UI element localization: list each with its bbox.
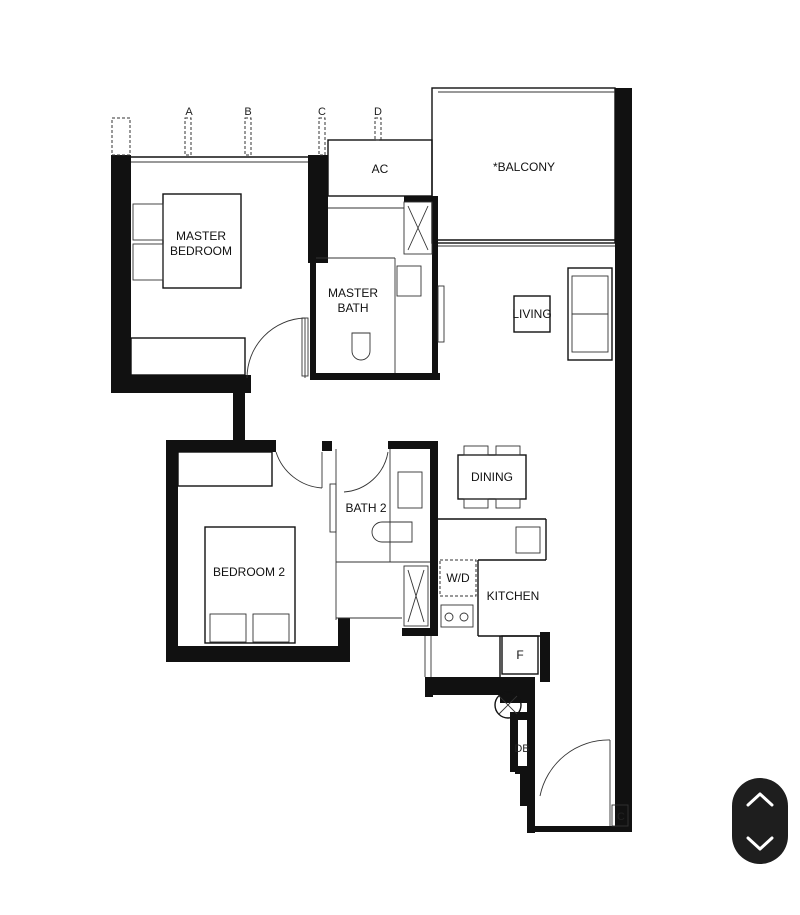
label-db: DB	[514, 743, 529, 755]
scroll-down-button[interactable]	[732, 821, 788, 864]
scroll-up-button[interactable]	[732, 778, 788, 821]
marker-d: D	[374, 106, 382, 118]
walls	[111, 88, 632, 833]
label-living: LIVING	[512, 307, 551, 321]
label-bedroom-2: BEDROOM 2	[213, 565, 285, 579]
marker-c: C	[318, 106, 326, 118]
label-bath-2: BATH 2	[345, 501, 386, 515]
chevron-up-icon	[746, 792, 774, 807]
column-markers: A B C D	[185, 106, 382, 118]
label-master-bedroom-2: BEDROOM	[170, 244, 232, 258]
room-labels: MASTER BEDROOM MASTER BATH AC *BALCONY L…	[170, 160, 625, 823]
partitions	[111, 87, 629, 827]
label-dining: DINING	[471, 470, 513, 484]
label-balcony: *BALCONY	[493, 160, 555, 174]
marker-a: A	[185, 106, 193, 118]
label-ac: AC	[372, 162, 389, 176]
scroll-control	[732, 778, 788, 864]
label-fridge: F	[516, 648, 523, 662]
marker-b: B	[244, 106, 251, 118]
chevron-down-icon	[746, 836, 774, 851]
label-c: C	[617, 811, 625, 823]
label-master-bedroom-1: MASTER	[176, 229, 226, 243]
label-master-bath-1: MASTER	[328, 286, 378, 300]
label-kitchen: KITCHEN	[487, 589, 540, 603]
label-master-bath-2: BATH	[337, 301, 368, 315]
label-wd: W/D	[446, 571, 470, 585]
